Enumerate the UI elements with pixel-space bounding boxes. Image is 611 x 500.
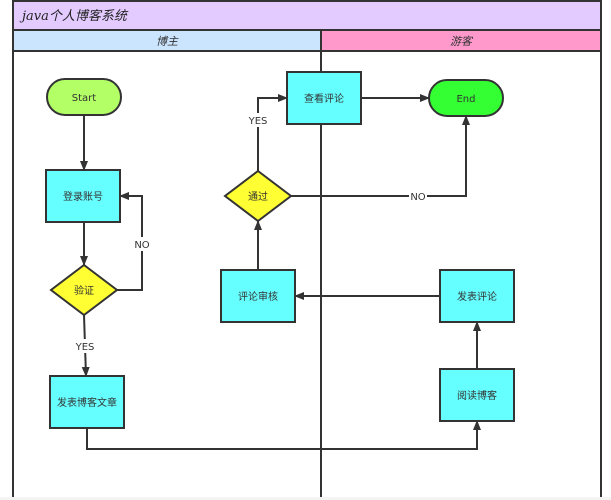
node-start[interactable]: Start xyxy=(46,78,122,116)
process-box[interactable] xyxy=(286,71,362,125)
node-verify[interactable]: 验证 xyxy=(49,263,119,317)
edge-label-yes: YES xyxy=(75,342,95,353)
node-label: Start xyxy=(72,93,97,104)
process-box[interactable] xyxy=(439,269,515,323)
lane-label-blogger: 博主 xyxy=(156,35,179,48)
node-label: 查看评论 xyxy=(304,92,344,105)
pool-title-band xyxy=(12,0,602,31)
node-label: 发表评论 xyxy=(457,290,497,303)
node-label: 登录账号 xyxy=(63,190,103,203)
node-label: 阅读博客 xyxy=(457,389,497,402)
edge-label-background xyxy=(245,113,271,127)
node-read-blog[interactable]: 阅读博客 xyxy=(439,368,515,422)
process-box[interactable] xyxy=(45,169,121,223)
node-review-comment[interactable]: 评论审核 xyxy=(220,269,296,323)
decision-diamond[interactable] xyxy=(49,263,119,317)
edges-layer: NO YES YES NO xyxy=(72,94,481,450)
node-label: 发表博客文章 xyxy=(57,396,117,409)
terminator-shape[interactable] xyxy=(428,79,504,117)
edge-label-no: NO xyxy=(134,240,149,251)
edge-label-yes: YES xyxy=(248,116,268,127)
node-view-comment[interactable]: 查看评论 xyxy=(286,71,362,125)
node-label: 验证 xyxy=(74,284,94,297)
process-box[interactable] xyxy=(220,269,296,323)
node-label: 评论审核 xyxy=(238,290,278,303)
node-label: End xyxy=(456,94,475,105)
edge-pass-to-end xyxy=(291,115,470,197)
decision-diamond[interactable] xyxy=(223,169,293,223)
bottom-edge xyxy=(0,497,611,500)
edge-publish_article-to-read_blog xyxy=(86,420,481,450)
edge-label-background xyxy=(133,237,151,251)
terminator-shape[interactable] xyxy=(46,78,122,116)
node-pass[interactable]: 通过 xyxy=(223,169,293,223)
pool-title: java个人博客系统 xyxy=(19,8,129,24)
node-label: 通过 xyxy=(248,190,268,203)
edge-label-background xyxy=(72,339,98,353)
node-post-comment[interactable]: 发表评论 xyxy=(439,269,515,323)
node-login[interactable]: 登录账号 xyxy=(45,169,121,223)
lane-label-visitor: 游客 xyxy=(450,35,474,48)
node-end[interactable]: End xyxy=(428,79,504,117)
edge-pass-to-view_comment xyxy=(257,94,288,171)
edge-label-no: NO xyxy=(410,192,425,203)
process-box[interactable] xyxy=(439,368,515,422)
process-box[interactable] xyxy=(49,375,125,429)
edge-label-background xyxy=(409,189,427,203)
node-publish-article[interactable]: 发表博客文章 xyxy=(49,375,125,429)
